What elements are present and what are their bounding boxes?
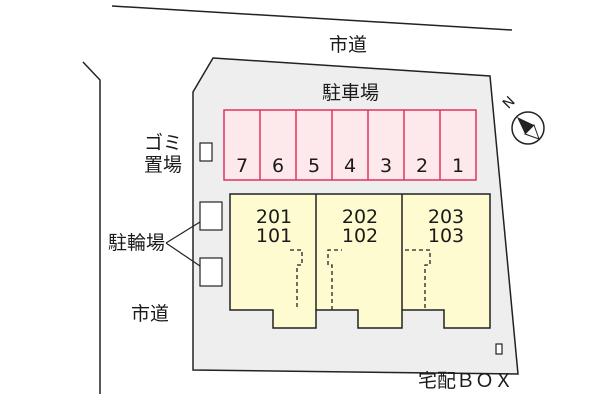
compass-icon bbox=[511, 111, 545, 145]
parking-slot-number: 6 bbox=[271, 155, 285, 177]
unit-number-upper: 203 bbox=[427, 206, 465, 228]
apartment-building bbox=[229, 193, 491, 329]
bicycle-leader-upper bbox=[165, 221, 201, 244]
west-road-edge bbox=[82, 61, 101, 394]
parking-title: 駐車場 bbox=[322, 82, 380, 104]
unit-number-lower: 103 bbox=[427, 225, 465, 247]
bicycle-leader-lower bbox=[165, 242, 201, 267]
parking-slot-number: 5 bbox=[307, 155, 321, 177]
garbage-label-line2: 置場 bbox=[144, 154, 183, 176]
parking-slot-number: 3 bbox=[379, 155, 393, 177]
bicycle-parking-label: 駐輪場 bbox=[108, 232, 166, 254]
parking-slot-number: 1 bbox=[451, 155, 465, 177]
stair-outline bbox=[405, 249, 431, 308]
west-road-label: 市道 bbox=[131, 303, 170, 325]
unit-number-lower: 101 bbox=[255, 225, 293, 247]
unit-number-upper: 201 bbox=[255, 206, 293, 228]
north-road-edge bbox=[111, 5, 513, 31]
bicycle-parking-upper bbox=[199, 201, 223, 231]
unit-number-lower: 102 bbox=[341, 225, 379, 247]
bicycle-parking-lower bbox=[199, 257, 223, 287]
garbage-station bbox=[199, 142, 213, 162]
unit-number-upper: 202 bbox=[341, 206, 379, 228]
delivery-box-label: 宅配ＢＯＸ bbox=[418, 370, 514, 392]
stair-outline bbox=[290, 249, 303, 308]
north-road-label: 市道 bbox=[329, 34, 368, 56]
parking-slot-number: 7 bbox=[235, 155, 249, 177]
building-outline bbox=[229, 193, 491, 329]
garbage-label-line1: ゴミ bbox=[144, 132, 183, 154]
stair-outline bbox=[327, 249, 342, 310]
parking-slot-number: 2 bbox=[415, 155, 429, 177]
parking-area bbox=[223, 109, 477, 181]
parking-slot-number: 4 bbox=[343, 155, 357, 177]
delivery-box bbox=[495, 343, 503, 355]
parking-outline bbox=[223, 109, 477, 181]
